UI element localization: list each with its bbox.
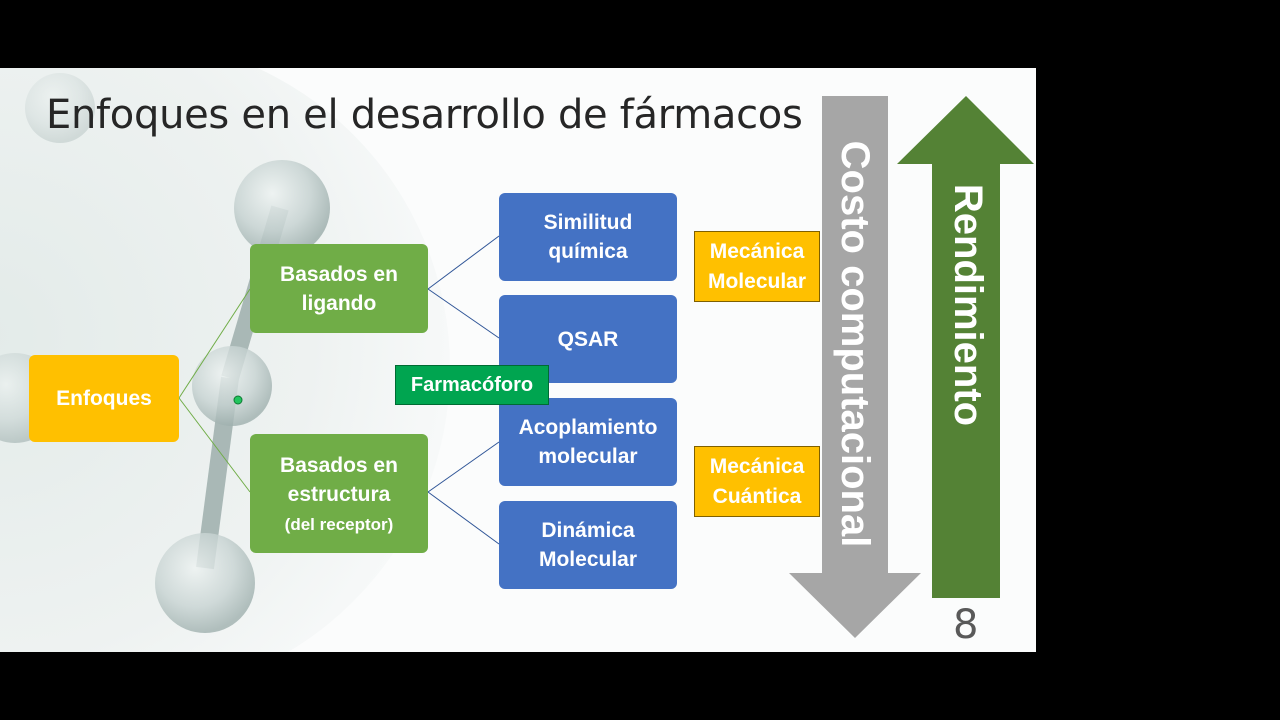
page-number: 8 (953, 602, 979, 648)
mecanica-cuantica-line-1: Mecánica (709, 454, 805, 478)
acoplamiento-line-1: Acoplamiento (518, 416, 658, 439)
qsar-label: QSAR (557, 327, 619, 351)
slide: Enfoques en el desarrollo de fármacos En… (0, 68, 1036, 652)
ligando-line-1: Basados en (280, 262, 398, 286)
ligando-line-2: ligando (301, 291, 377, 315)
farmacoforo-label: Farmacóforo (395, 365, 549, 405)
estructura-line-1: Basados en (280, 453, 398, 477)
connector-lines (178, 235, 500, 545)
node-dinamica-molecular: Dinámica Molecular (499, 501, 677, 589)
node-similitud-quimica: Similitud química (499, 193, 677, 281)
node-enfoques: Enfoques (29, 355, 179, 442)
node-basados-en-ligando: Basados en ligando (250, 244, 428, 333)
dinamica-line-2: Molecular (538, 548, 638, 571)
mecanica-molecular-label: Mecánica Molecular (694, 231, 820, 302)
estructura-line-3: (del receptor) (284, 514, 394, 534)
node-basados-en-estructura: Basados en estructura (del receptor) (250, 434, 428, 553)
mecanica-molecular-line-1: Mecánica (709, 239, 805, 263)
acoplamiento-line-2: molecular (538, 445, 638, 468)
similitud-line-1: Similitud (543, 211, 633, 234)
node-enfoques-label: Enfoques (56, 387, 152, 410)
node-acoplamiento-molecular: Acoplamiento molecular (499, 398, 677, 486)
mecanica-molecular-line-2: Molecular (707, 269, 807, 293)
node-qsar: QSAR (499, 295, 677, 383)
slide-title: Enfoques en el desarrollo de fármacos (46, 92, 803, 138)
performance-arrow-up (897, 96, 1034, 598)
arrows-layer (789, 96, 1034, 638)
costo-computacional-label: Costo computacional (833, 140, 878, 548)
rendimiento-label: Rendimiento (946, 183, 991, 427)
cost-arrow-down (789, 96, 921, 638)
similitud-line-2: química (548, 240, 628, 263)
mecanica-cuantica-label: Mecánica Cuántica (694, 446, 820, 517)
dinamica-line-1: Dinámica (541, 519, 635, 542)
mecanica-cuantica-line-2: Cuántica (712, 484, 802, 508)
estructura-line-2: estructura (287, 482, 391, 506)
